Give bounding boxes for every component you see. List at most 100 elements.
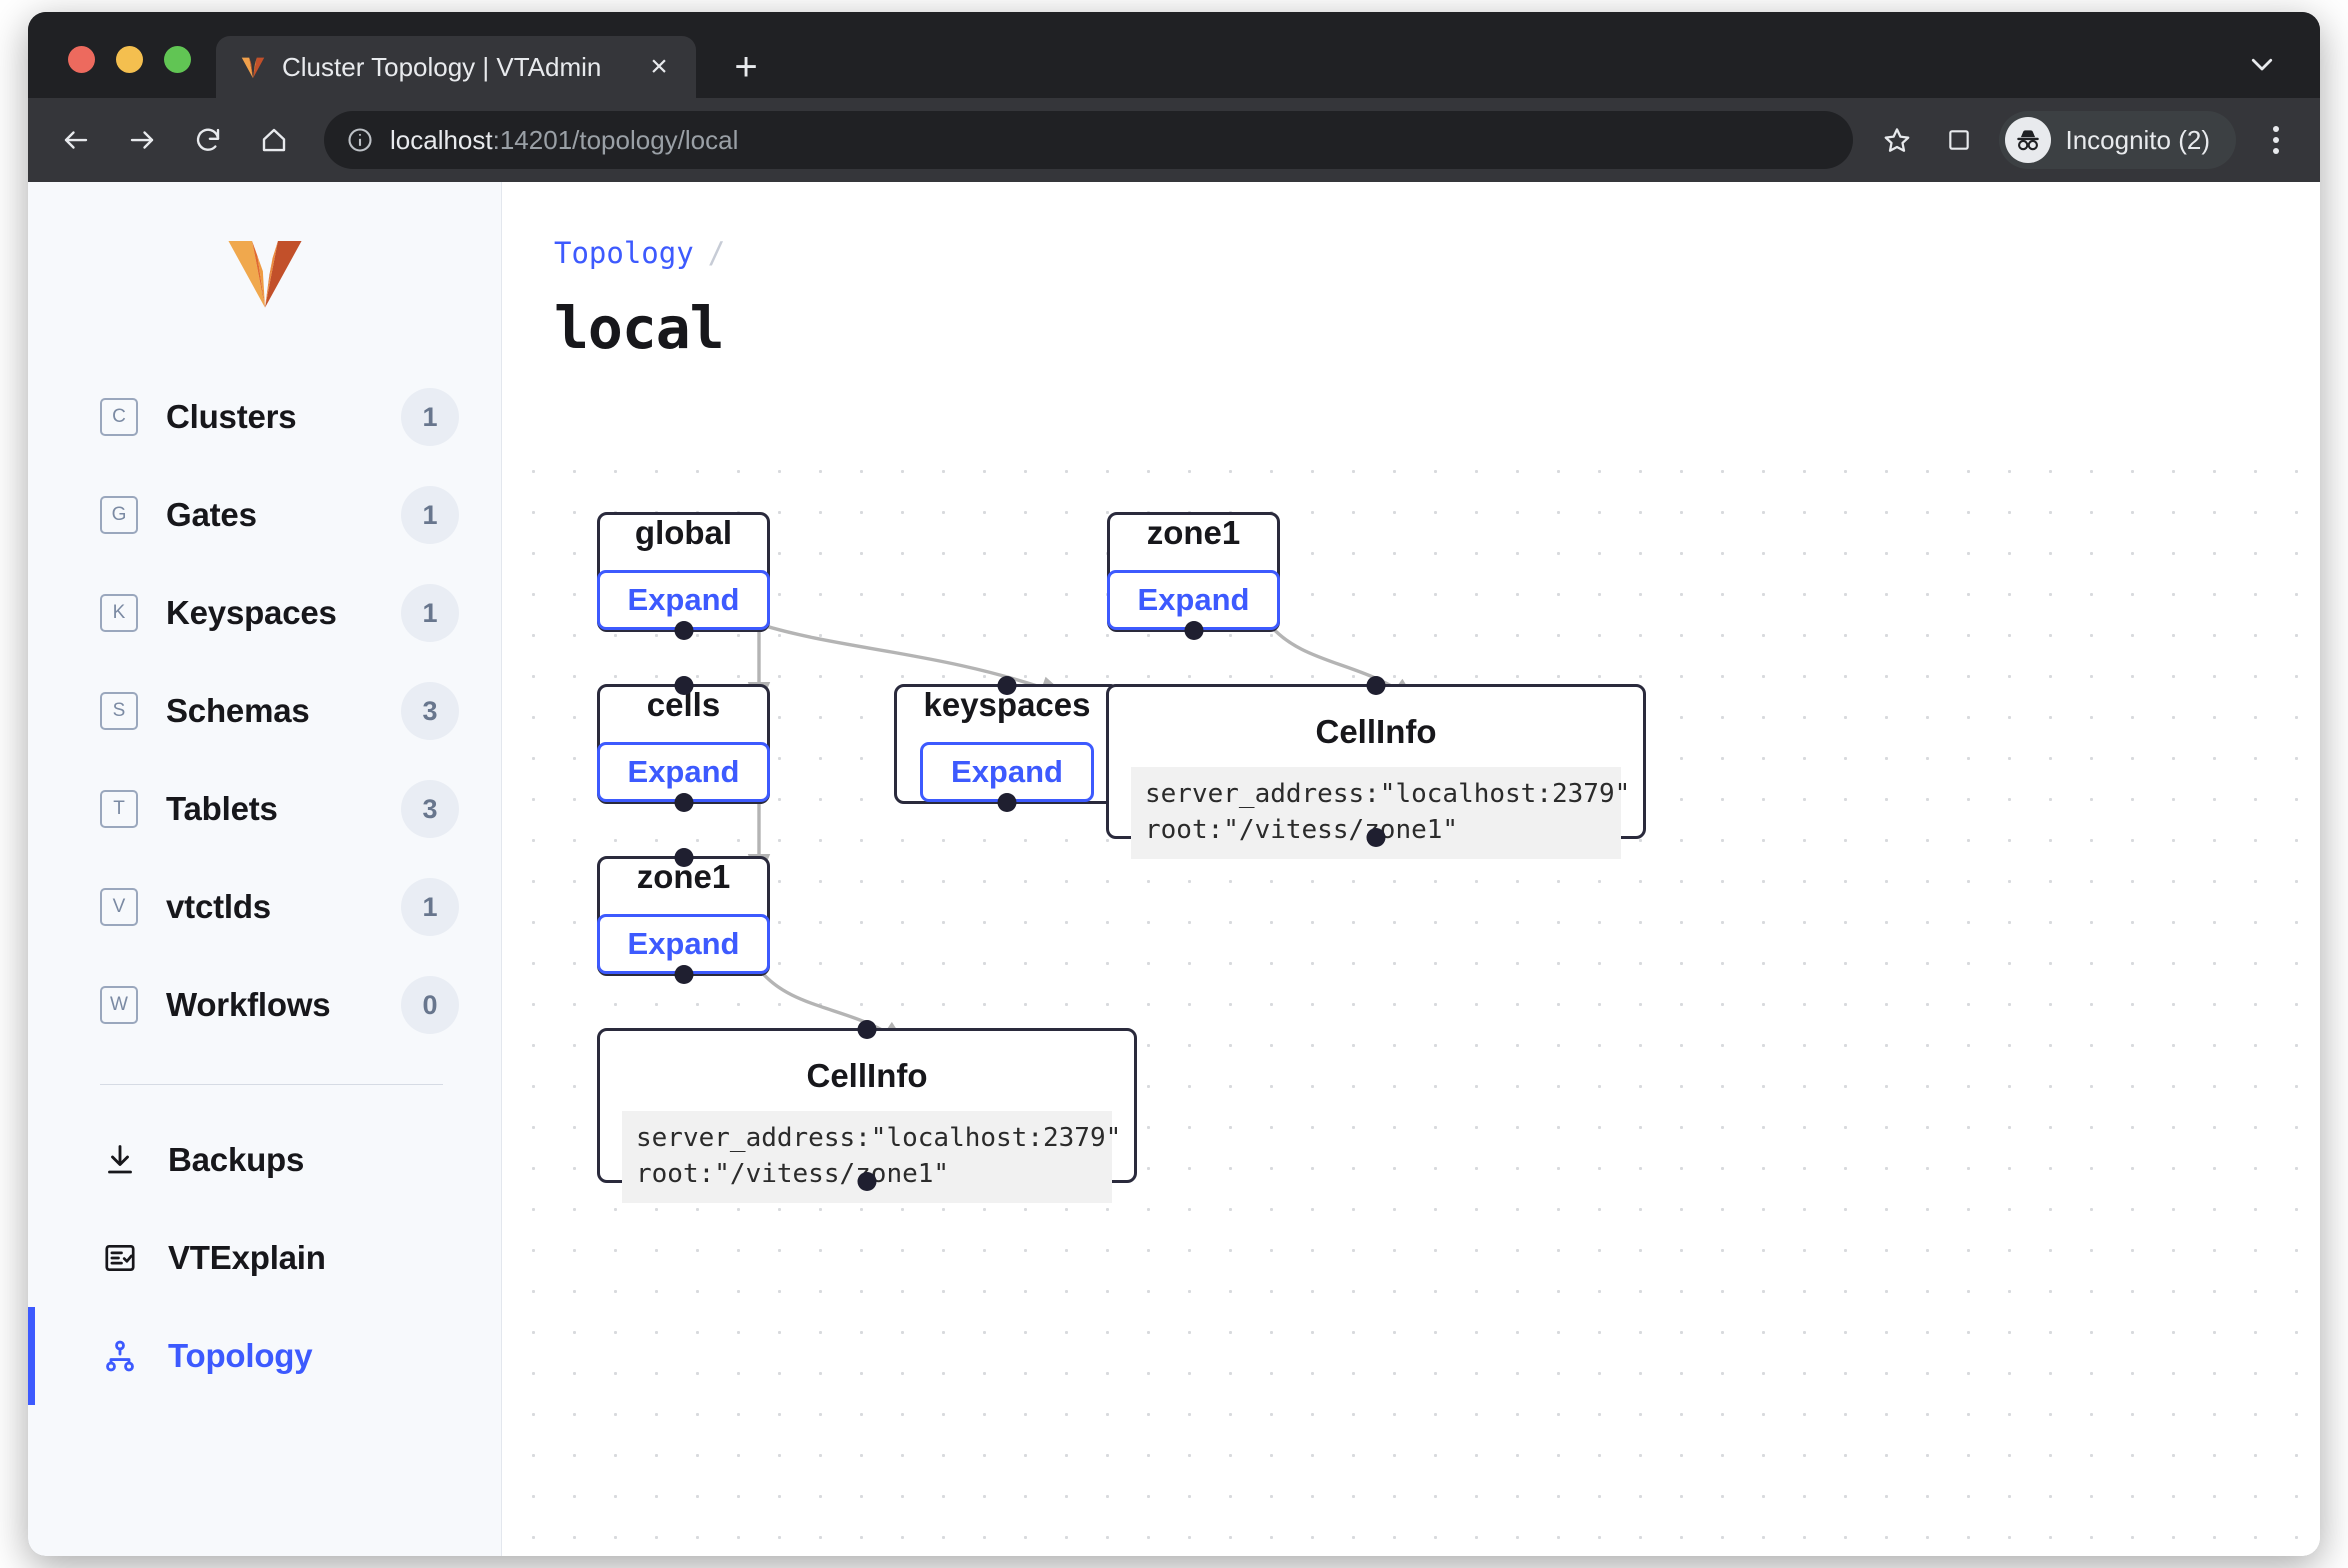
graph-node-zone1-left[interactable]: zone1 Expand xyxy=(596,848,771,984)
sidebar-item-label: Backups xyxy=(168,1141,305,1178)
sidebar-item-gates[interactable]: G Gates 1 xyxy=(28,466,501,564)
sidebar-item-badge: 1 xyxy=(401,486,459,544)
graph-node-zone1-right[interactable]: zone1 Expand xyxy=(1106,512,1281,640)
url-text: localhost:14201/topology/local xyxy=(390,125,738,156)
browser-window: Cluster Topology | VTAdmin × + localhost… xyxy=(28,12,2320,1556)
graph-node-global[interactable]: global Expand xyxy=(596,512,771,640)
graph-edges xyxy=(747,622,1418,1047)
back-arrow-icon[interactable] xyxy=(46,110,106,170)
sidebar-primary-nav: C Clusters 1 G Gates 1 K Keyspaces 1 S S… xyxy=(28,368,501,1405)
schemas-initial-icon: S xyxy=(100,692,138,730)
forward-arrow-icon[interactable] xyxy=(112,110,172,170)
graph-node-cellinfo-bottom[interactable]: CellInfo server_address:"localhost:2379"… xyxy=(597,1020,1137,1203)
address-bar[interactable]: localhost:14201/topology/local xyxy=(324,111,1854,169)
sidebar-item-label: Clusters xyxy=(166,398,297,435)
tablets-initial-icon: T xyxy=(100,790,138,828)
url-host: localhost xyxy=(390,124,493,155)
clusters-initial-icon: C xyxy=(100,398,138,436)
vitess-logo-icon xyxy=(238,52,268,82)
sidebar-item-vtexplain[interactable]: VTExplain xyxy=(28,1209,501,1307)
node-label: CellInfo xyxy=(1315,713,1437,750)
tab-strip: Cluster Topology | VTAdmin × + xyxy=(28,12,2320,98)
vtctlds-initial-icon: V xyxy=(100,888,138,926)
node-handle-top[interactable] xyxy=(857,1020,877,1039)
node-label: zone1 xyxy=(1146,514,1241,551)
main-content: Topology / local xyxy=(502,182,2320,1556)
window-traffic-lights xyxy=(68,46,191,73)
breadcrumb-separator: / xyxy=(707,236,726,270)
kebab-menu-icon[interactable] xyxy=(2250,112,2302,168)
reload-icon[interactable] xyxy=(178,110,238,170)
sidebar-item-tablets[interactable]: T Tablets 3 xyxy=(28,760,501,858)
side-panel-icon[interactable] xyxy=(1931,112,1987,168)
sidebar-item-label: Topology xyxy=(168,1337,313,1374)
sidebar-item-vtctlds[interactable]: V vtctlds 1 xyxy=(28,858,501,956)
download-icon xyxy=(100,1140,140,1180)
breadcrumb-topology-link[interactable]: Topology xyxy=(554,236,694,270)
sidebar-item-keyspaces[interactable]: K Keyspaces 1 xyxy=(28,564,501,662)
node-handle-top[interactable] xyxy=(1366,676,1386,695)
node-handle-top[interactable] xyxy=(674,848,693,867)
site-info-icon[interactable] xyxy=(346,126,374,154)
node-label: global xyxy=(634,514,733,551)
profile-chip[interactable]: Incognito (2) xyxy=(1999,111,2236,169)
keyspaces-initial-icon: K xyxy=(100,594,138,632)
node-handle-bottom[interactable] xyxy=(674,621,693,640)
app-page: C Clusters 1 G Gates 1 K Keyspaces 1 S S… xyxy=(28,182,2320,1556)
sidebar-item-badge: 3 xyxy=(401,682,459,740)
node-handle-bottom[interactable] xyxy=(1366,828,1386,847)
node-handle-top[interactable] xyxy=(997,676,1017,695)
sidebar-item-badge: 1 xyxy=(401,584,459,642)
node-handle-bottom[interactable] xyxy=(857,1172,877,1191)
sidebar-item-schemas[interactable]: S Schemas 3 xyxy=(28,662,501,760)
node-handle-top[interactable] xyxy=(674,676,693,695)
page-title: local xyxy=(554,294,725,362)
sidebar-item-label: Gates xyxy=(166,496,257,533)
minimize-window-button[interactable] xyxy=(116,46,143,73)
node-handle-bottom[interactable] xyxy=(1184,621,1203,640)
graph-node-keyspaces[interactable]: keyspaces Expand xyxy=(894,676,1120,812)
bookmark-star-icon[interactable] xyxy=(1869,112,1925,168)
expand-button[interactable]: Expand xyxy=(596,742,771,802)
sidebar: C Clusters 1 G Gates 1 K Keyspaces 1 S S… xyxy=(28,182,502,1556)
close-tab-button[interactable]: × xyxy=(650,50,668,83)
checklist-icon xyxy=(100,1238,140,1278)
incognito-avatar-icon xyxy=(2005,117,2052,163)
breadcrumb: Topology / xyxy=(554,236,725,270)
new-tab-button[interactable]: + xyxy=(734,45,758,89)
expand-button[interactable]: Expand xyxy=(596,914,771,974)
vtadmin-logo[interactable] xyxy=(28,216,501,368)
sidebar-item-label: Schemas xyxy=(166,692,310,729)
sidebar-item-badge: 0 xyxy=(401,976,459,1034)
node-handle-bottom[interactable] xyxy=(997,793,1017,812)
node-label: CellInfo xyxy=(806,1057,928,1094)
node-handle-bottom[interactable] xyxy=(674,793,693,812)
home-icon[interactable] xyxy=(244,110,304,170)
sidebar-item-label: Workflows xyxy=(166,986,331,1023)
browser-tab[interactable]: Cluster Topology | VTAdmin × xyxy=(216,36,696,98)
profile-label: Incognito (2) xyxy=(2065,124,2210,155)
maximize-window-button[interactable] xyxy=(164,46,191,73)
sidebar-item-label: Tablets xyxy=(166,790,278,827)
sidebar-item-workflows[interactable]: W Workflows 0 xyxy=(28,956,501,1054)
graph-node-cells[interactable]: cells Expand xyxy=(596,676,771,812)
sidebar-divider xyxy=(100,1084,443,1085)
expand-button[interactable]: Expand xyxy=(920,742,1094,802)
node-details: server_address:"localhost:2379" root:"/v… xyxy=(622,1111,1121,1203)
chevron-down-icon[interactable] xyxy=(2240,42,2284,86)
close-window-button[interactable] xyxy=(68,46,95,73)
browser-toolbar: localhost:14201/topology/local Incognito… xyxy=(28,98,2320,182)
sidebar-item-backups[interactable]: Backups xyxy=(28,1111,501,1209)
sidebar-item-label: Keyspaces xyxy=(166,594,337,631)
sidebar-item-label: vtctlds xyxy=(166,888,271,925)
workflows-initial-icon: W xyxy=(100,986,138,1024)
node-handle-bottom[interactable] xyxy=(674,965,693,984)
graph-node-cellinfo-right[interactable]: CellInfo server_address:"localhost:2379"… xyxy=(1106,676,1646,859)
sitemap-icon xyxy=(100,1336,140,1376)
sidebar-item-topology[interactable]: Topology xyxy=(28,1307,501,1405)
sidebar-item-badge: 3 xyxy=(401,780,459,838)
sidebar-item-label: VTExplain xyxy=(168,1239,326,1276)
url-path: :14201/topology/local xyxy=(492,124,739,155)
topology-graph-canvas[interactable]: global Expand zone1 Expand cells Expand xyxy=(502,444,2320,1556)
sidebar-item-clusters[interactable]: C Clusters 1 xyxy=(28,368,501,466)
